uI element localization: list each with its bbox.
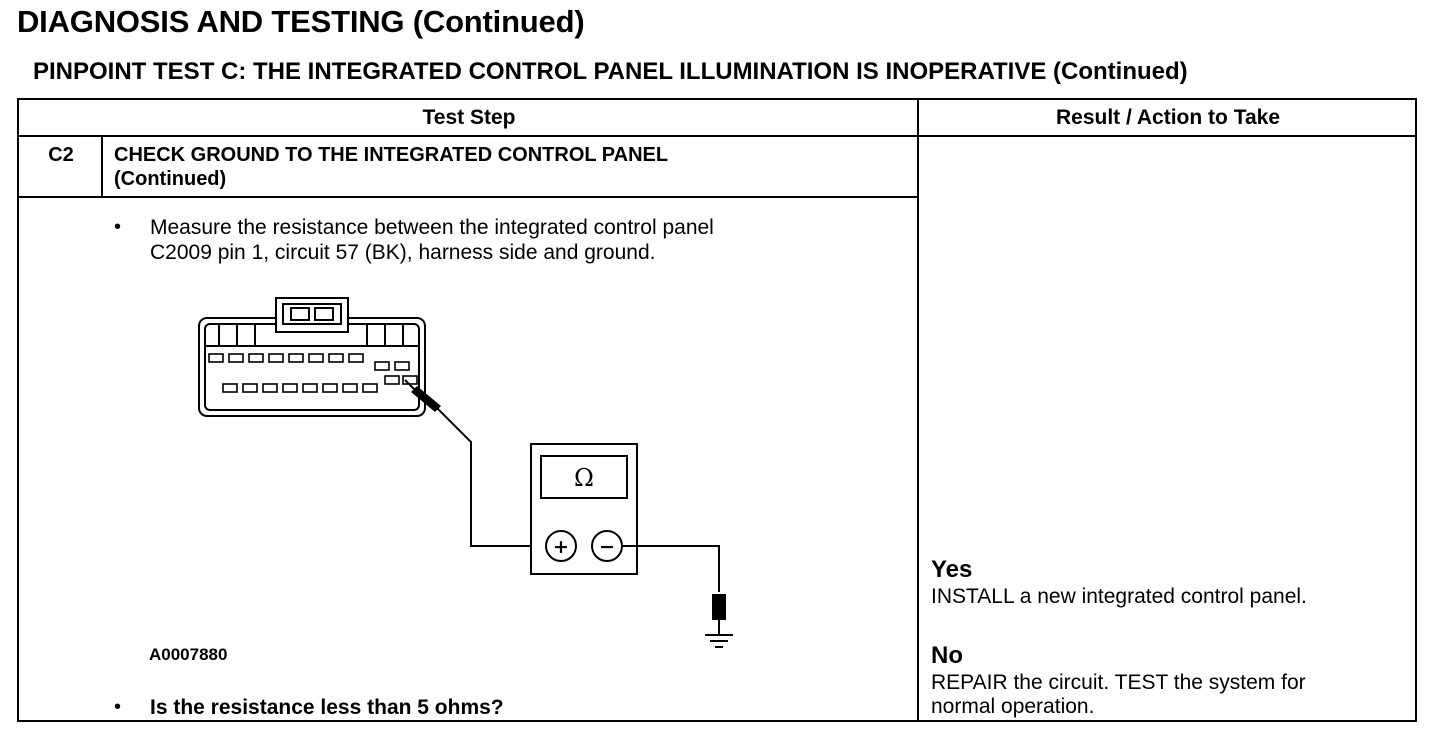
test-question: Is the resistance less than 5 ohms?: [150, 696, 504, 719]
measure-instruction: Measure the resistance between the integ…: [150, 215, 714, 265]
column-divider: [917, 100, 919, 720]
ohmmeter-icon: Ω + −: [530, 443, 638, 575]
meter-plus-terminal: +: [553, 536, 569, 558]
step-title-line-1: CHECK GROUND TO THE INTEGRATED CONTROL P…: [114, 144, 669, 166]
measure-instruction-line-1: Measure the resistance between the integ…: [150, 216, 714, 239]
result-yes-label: Yes: [931, 556, 973, 583]
measure-instruction-line-2: C2009 pin 1, circuit 57 (BK), harness si…: [150, 241, 656, 264]
connector-c2009-icon: [198, 297, 426, 417]
pinpoint-test-table: Test Step Result / Action to Take C2 CHE…: [17, 98, 1417, 722]
result-no-label: No: [931, 642, 963, 669]
result-no-action-line-2: normal operation.: [931, 695, 1095, 718]
header-divider: [19, 135, 1415, 137]
step-title: CHECK GROUND TO THE INTEGRATED CONTROL P…: [114, 143, 668, 191]
page-subtitle: PINPOINT TEST C: THE INTEGRATED CONTROL …: [33, 58, 1188, 85]
probe-icon: [404, 379, 441, 412]
bullet-marker: •: [114, 216, 122, 238]
bullet-marker: •: [114, 696, 122, 718]
result-no-action-line-1: REPAIR the circuit. TEST the system for: [931, 671, 1306, 694]
header-test-step: Test Step: [422, 106, 516, 129]
meter-minus-terminal: −: [599, 536, 615, 558]
page-title: DIAGNOSIS AND TESTING (Continued): [17, 4, 585, 39]
step-title-divider: [19, 196, 917, 198]
positive-lead: [436, 407, 561, 547]
ground-symbol-icon: [705, 634, 733, 648]
step-number-divider: [101, 136, 103, 198]
ground-clip-icon: [712, 594, 726, 634]
connector-ohmmeter-diagram: Ω + −: [198, 297, 733, 648]
meter-ohm-symbol: Ω: [574, 464, 594, 492]
result-yes-action-line-1: INSTALL a new integrated control panel.: [931, 585, 1307, 608]
result-yes-action: INSTALL a new integrated control panel.: [931, 585, 1307, 609]
header-result-action: Result / Action to Take: [1055, 106, 1281, 129]
figure-id: A0007880: [149, 645, 228, 664]
negative-lead: [622, 545, 720, 592]
step-number: C2: [48, 144, 74, 166]
result-no-action: REPAIR the circuit. TEST the system for …: [931, 671, 1306, 719]
step-title-line-2: (Continued): [114, 168, 227, 190]
